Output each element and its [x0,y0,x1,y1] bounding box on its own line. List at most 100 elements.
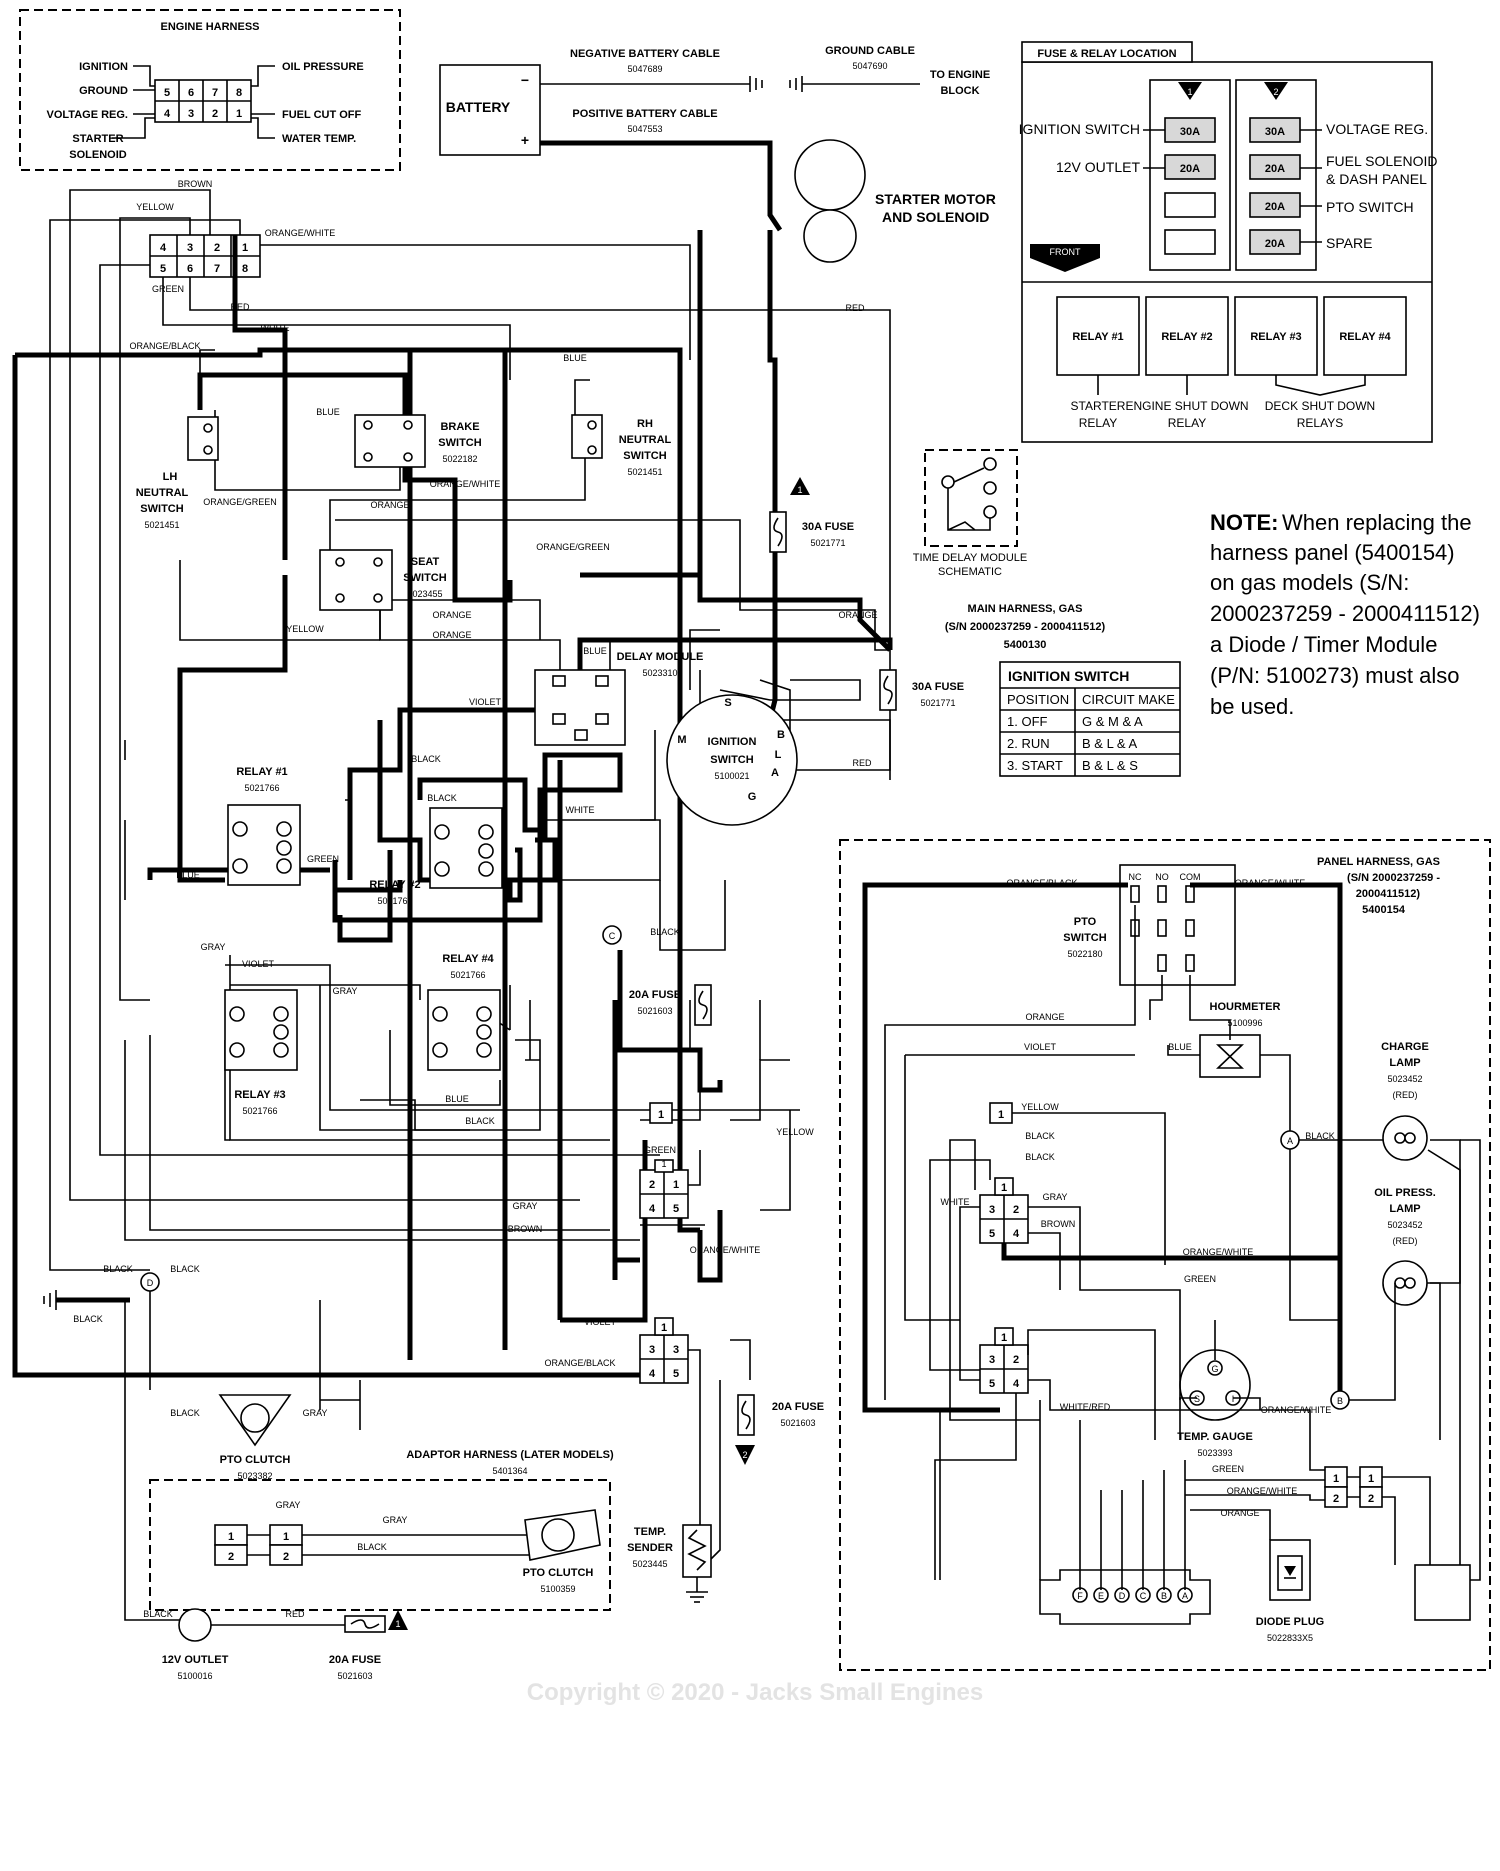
svg-text:5022182: 5022182 [442,454,477,464]
relay-2: RELAY #2 5021766 [369,807,503,906]
node-b: B [1330,1390,1350,1410]
svg-text:1: 1 [1001,1332,1007,1344]
svg-text:ORANGE/GREEN: ORANGE/GREEN [536,542,610,552]
legend-ground: GROUND [79,85,128,97]
ignition-switch-table: IGNITION SWITCH POSITION CIRCUIT MAKE 1.… [999,661,1181,777]
svg-text:5021771: 5021771 [810,538,845,548]
block-label: BLOCK [940,85,979,97]
svg-text:G: G [748,791,757,803]
svg-text:1: 1 [673,1179,679,1191]
svg-text:1. OFF: 1. OFF [1007,714,1048,729]
connector-1-yellow: 1 [649,1102,673,1124]
svg-text:SWITCH: SWITCH [403,572,446,584]
engine-harness-legend: ENGINE HARNESS IGNITION GROUND VOLTAGE R… [19,9,401,171]
svg-text:3: 3 [673,1344,679,1356]
fuse-30a-2: 30A FUSE 5021771 [879,669,964,711]
svg-text:2: 2 [1368,1493,1374,1505]
fuse-30a-1: 30A FUSE 5021771 1 [769,477,854,553]
svg-text:3: 3 [989,1204,995,1216]
node-c: C [602,925,622,945]
svg-text:SCHEMATIC: SCHEMATIC [938,566,1002,578]
svg-text:1: 1 [1333,1473,1339,1485]
svg-text:TIME DELAY MODULE: TIME DELAY MODULE [913,552,1028,564]
svg-text:4: 4 [649,1203,656,1215]
svg-text:GREEN: GREEN [1212,1464,1244,1474]
svg-text:1: 1 [1001,1182,1007,1194]
copyright-watermark: Copyright © 2020 - Jacks Small Engines [527,1679,984,1706]
ground-cable-label: GROUND CABLE [825,45,915,57]
front-arrow-icon: FRONT [1030,244,1100,272]
svg-text:2000411512): 2000411512) [1356,888,1421,900]
starter-label-2: AND SOLENOID [882,209,989,225]
starter-motor: STARTER MOTOR AND SOLENOID [794,139,996,263]
svg-text:ORANGE/BLACK: ORANGE/BLACK [1006,878,1077,888]
fuse-dash-panel: & DASH PANEL [1326,171,1427,187]
svg-text:1: 1 [661,1159,666,1169]
svg-text:5: 5 [160,263,166,275]
pos-cable-pn: 5047553 [627,124,662,134]
svg-text:SEAT: SEAT [411,556,440,568]
svg-text:CIRCUIT MAKE: CIRCUIT MAKE [1082,692,1175,707]
svg-text:1: 1 [998,1109,1004,1121]
charge-lamp: CHARGE LAMP 5023452 (RED) [1381,1041,1429,1161]
svg-text:(S/N 2000237259 - 2000411512): (S/N 2000237259 - 2000411512) [945,621,1106,633]
svg-text:RELAY #2: RELAY #2 [1161,331,1212,343]
panel-connector-4pin-b: 1 3 2 5 4 [979,1327,1029,1394]
legend-voltage-reg: VOLTAGE REG. [47,109,129,121]
svg-text:RELAY #1: RELAY #1 [236,766,287,778]
battery: BATTERY − + [439,64,541,156]
svg-text:SENDER: SENDER [627,1542,673,1554]
svg-text:5021766: 5021766 [242,1106,277,1116]
svg-text:8: 8 [242,263,248,275]
svg-text:BLACK: BLACK [1025,1152,1055,1162]
svg-text:BLUE: BLUE [176,870,200,880]
svg-text:5100016: 5100016 [177,1671,212,1681]
svg-text:on gas models (S/N:: on gas models (S/N: [1210,570,1409,595]
svg-text:I: I [1232,1394,1235,1404]
svg-text:5023382: 5023382 [237,1471,272,1481]
svg-text:1: 1 [797,485,802,495]
svg-text:2000237259 - 2000411512): 2000237259 - 2000411512) [1210,601,1480,626]
svg-text:3: 3 [188,108,194,120]
svg-text:A: A [771,767,779,779]
adaptor-connector-2: 1 2 [269,1524,303,1566]
pos-cable-label: POSITIVE BATTERY CABLE [572,108,717,120]
svg-text:ORANGE/BLACK: ORANGE/BLACK [129,341,200,351]
svg-text:ORANGE/WHITE: ORANGE/WHITE [1235,878,1306,888]
svg-text:7: 7 [214,263,220,275]
svg-text:NC: NC [1129,872,1142,882]
svg-text:GREEN: GREEN [1184,1274,1216,1284]
svg-text:BLUE: BLUE [563,353,587,363]
node-a: A [1280,1130,1300,1150]
ignition-table-title: IGNITION SWITCH [1008,668,1129,684]
dash-plug: F E D C B A [1039,1569,1211,1625]
svg-text:G & M & A: G & M & A [1082,714,1143,729]
engine-harness-title: ENGINE HARNESS [160,21,259,33]
svg-text:SWITCH: SWITCH [438,437,481,449]
svg-text:2: 2 [1273,87,1278,97]
adaptor-connector-1: 1 2 [214,1524,248,1566]
svg-text:YELLOW: YELLOW [286,624,324,634]
svg-text:L: L [775,749,782,761]
hourmeter: HOURMETER 5100996 [1199,1001,1280,1078]
panel-connector-4pin-a: 1 3 2 5 4 [979,1177,1029,1244]
svg-text:5: 5 [989,1228,995,1240]
svg-text:WHITE: WHITE [941,1197,970,1207]
svg-text:ORANGE: ORANGE [432,610,471,620]
svg-text:5021451: 5021451 [627,467,662,477]
svg-text:5021766: 5021766 [377,896,412,906]
svg-text:20A: 20A [1180,163,1200,175]
svg-text:VIOLET: VIOLET [1024,1042,1057,1052]
svg-text:DELAY MODULE: DELAY MODULE [617,651,704,663]
svg-text:BLACK: BLACK [170,1264,200,1274]
fuse-relay-title: FUSE & RELAY LOCATION [1037,48,1176,60]
svg-text:B & L & S: B & L & S [1082,758,1138,773]
svg-text:G: G [1211,1364,1218,1374]
svg-text:BRAKE: BRAKE [440,421,479,433]
svg-text:BLACK: BLACK [103,1264,133,1274]
svg-text:(S/N 2000237259 -: (S/N 2000237259 - [1347,872,1440,884]
relay-4: RELAY #4 5021766 [427,953,501,1071]
svg-text:5401364: 5401364 [492,1466,527,1476]
svg-text:2: 2 [283,1551,289,1563]
svg-text:B: B [1161,1591,1167,1601]
